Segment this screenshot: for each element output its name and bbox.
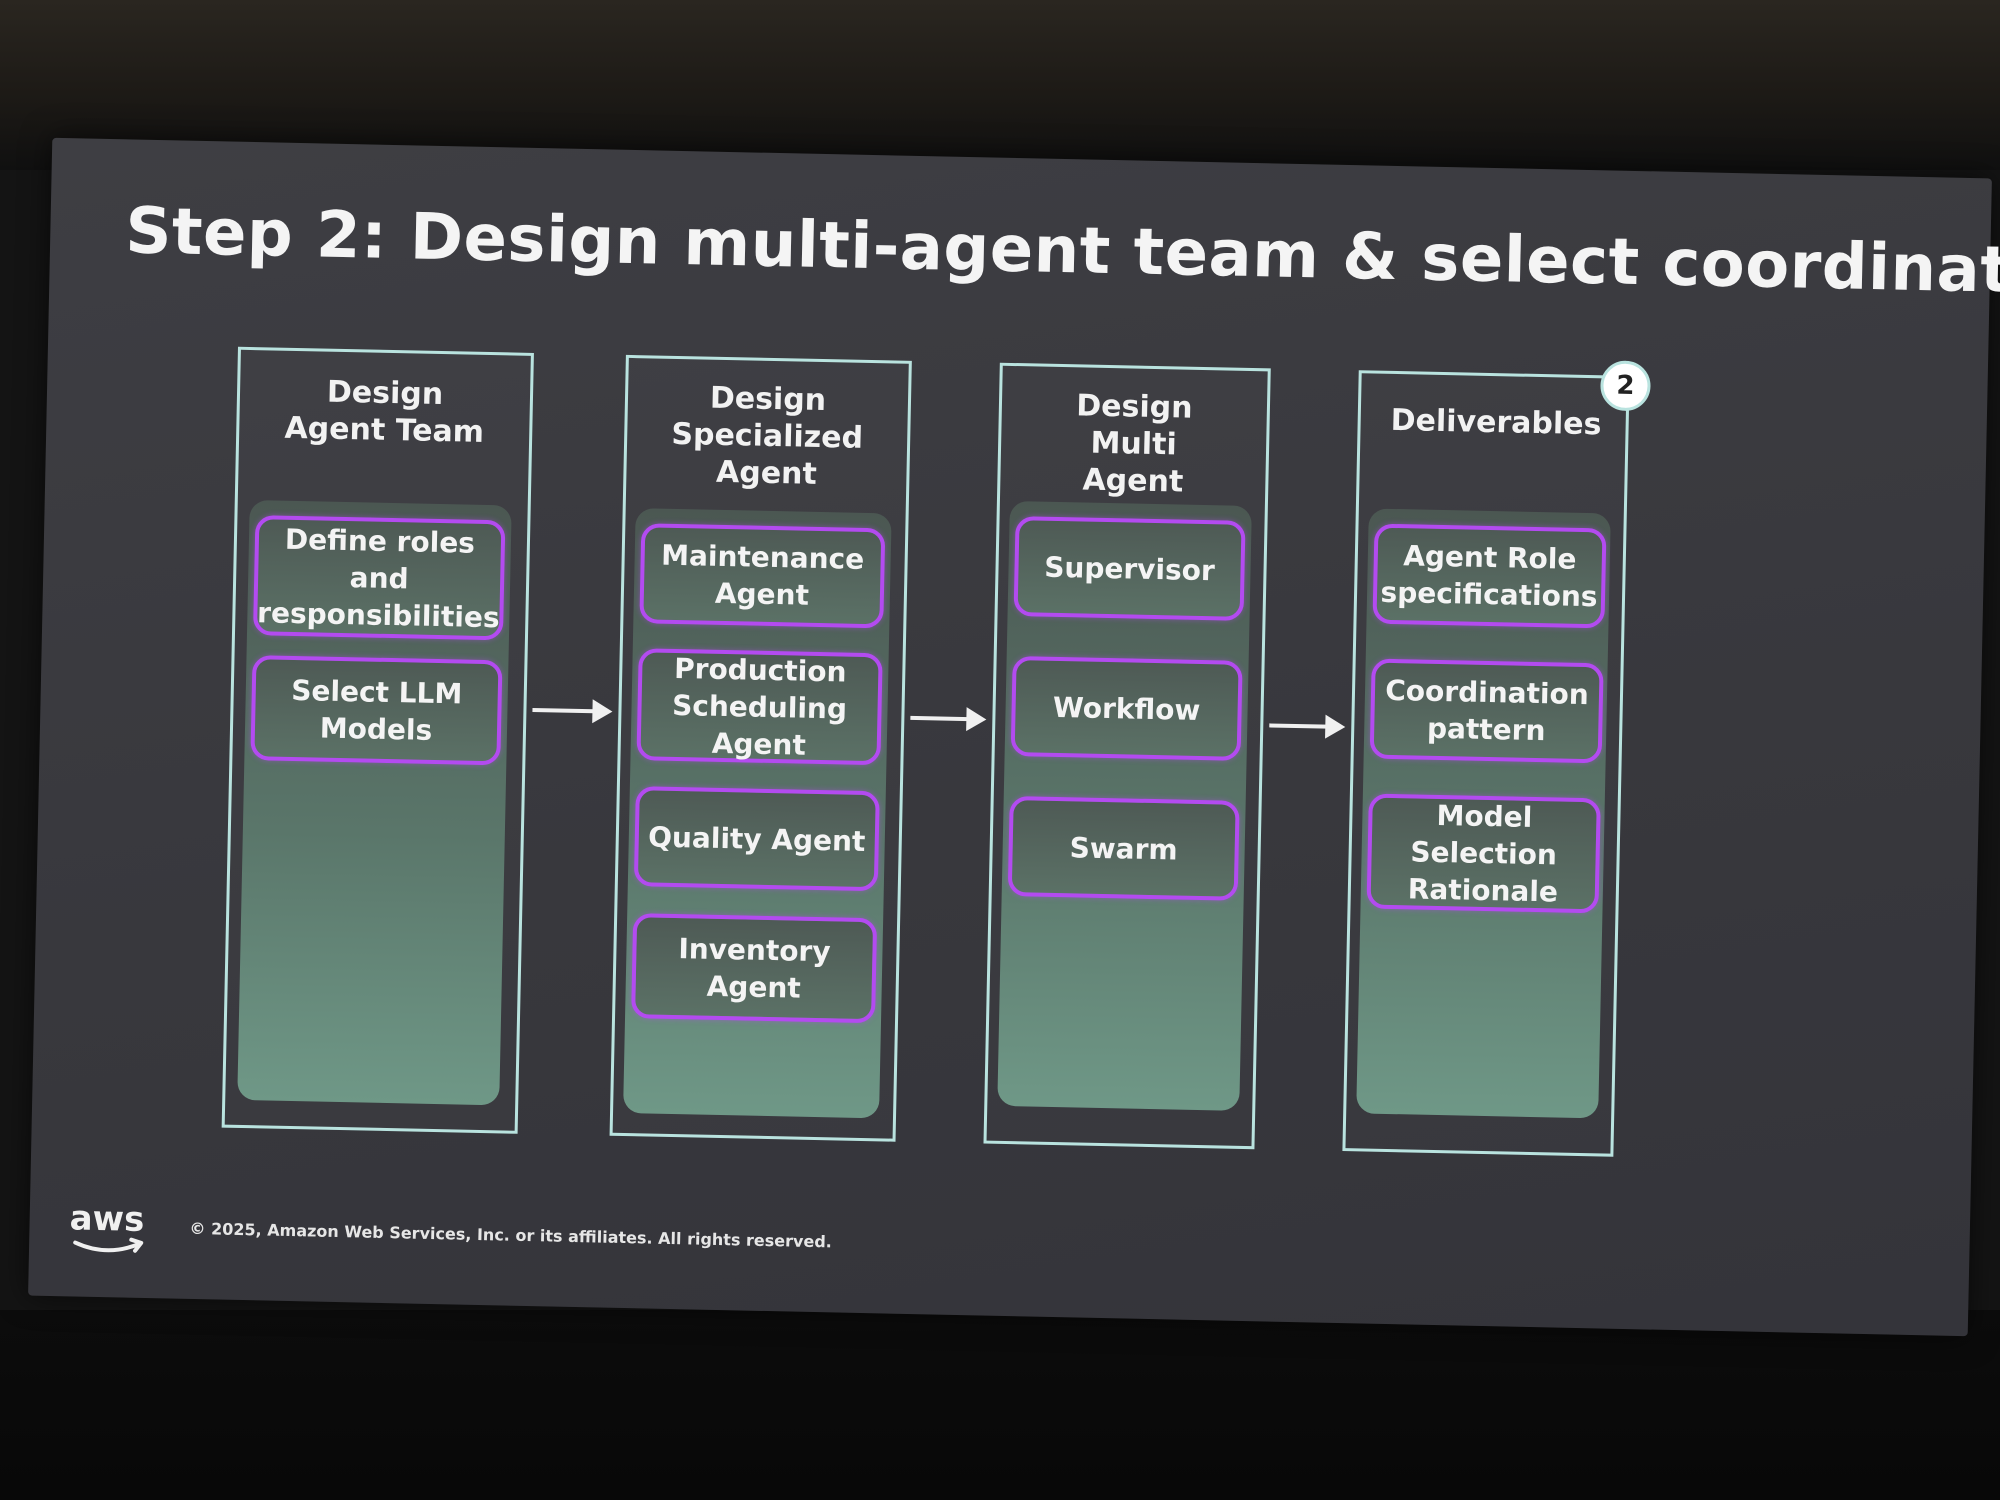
column-heading: Deliverables <box>1390 402 1602 443</box>
aws-smile-icon <box>73 1237 144 1253</box>
column-design-agent-team: Design Agent Team Define roles and respo… <box>221 346 534 1134</box>
card-select-llm-models: Select LLM Models <box>250 655 503 766</box>
arrow-connector <box>1269 723 1328 729</box>
arrow-connector <box>532 707 595 714</box>
card-workflow: Workflow <box>1010 656 1243 761</box>
card-maintenance-agent: Maintenance Agent <box>639 523 886 629</box>
column-heading: Design Specialized Agent <box>671 380 864 492</box>
card-production-scheduling-agent: Production Scheduling Agent <box>636 648 883 766</box>
step-number-badge: 2 <box>1599 360 1652 412</box>
card-quality-agent: Quality Agent <box>633 786 880 892</box>
card-agent-role-specifications: Agent Role specifications <box>1372 523 1607 629</box>
arrow-connector <box>910 715 969 722</box>
column-design-specialized-agent: Design Specialized Agent Maintenance Age… <box>609 354 912 1142</box>
projection-screen: Step 2: Design multi-agent team & select… <box>28 137 2000 1337</box>
card-swarm: Swarm <box>1007 796 1240 901</box>
card-inventory-agent: Inventory Agent <box>631 913 878 1024</box>
column-deliverables: Deliverables Agent Role specifications C… <box>1342 370 1630 1157</box>
column-heading: Design Agent Team <box>284 374 485 450</box>
card-coordination-pattern: Coordination pattern <box>1369 658 1604 764</box>
aws-logo: aws <box>69 1198 150 1260</box>
room-ceiling <box>0 0 2000 170</box>
card-supervisor: Supervisor <box>1013 516 1246 621</box>
room-floor <box>0 1310 2000 1500</box>
column-design-multi-agent-pattern: Design Multi Agent Pattern Supervisor Wo… <box>983 362 1271 1150</box>
card-model-selection-rationale: Model Selection Rationale <box>1366 793 1601 914</box>
slide-title: Step 2: Design multi-agent team & select… <box>124 194 2000 316</box>
copyright-text: © 2025, Amazon Web Services, Inc. or its… <box>189 1218 833 1252</box>
card-define-roles: Define roles and responsibilities <box>252 515 506 641</box>
